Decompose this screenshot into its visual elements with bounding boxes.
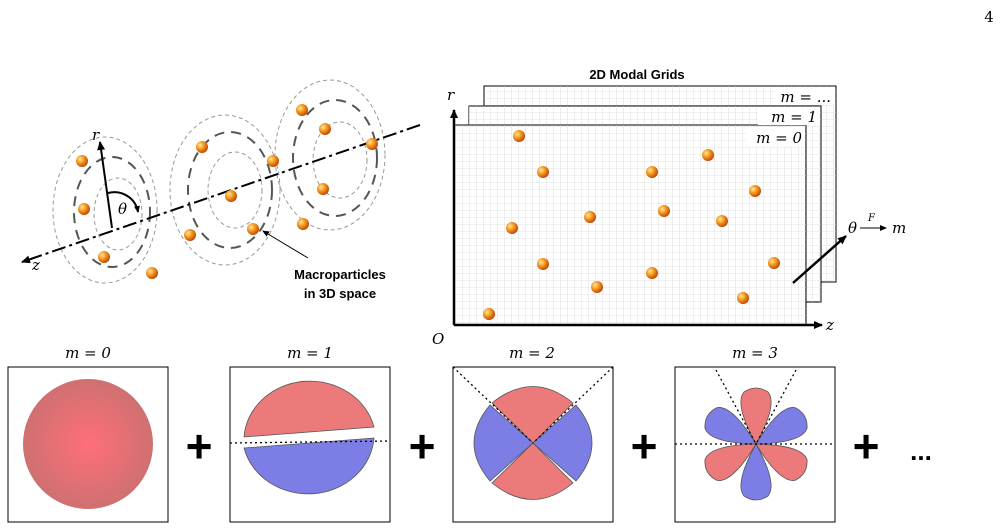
grid-label-m-more: m = ... — [780, 88, 831, 106]
transform-theta: θ — [848, 219, 857, 237]
particle — [702, 149, 714, 161]
modal-grids-title: 2D Modal Grids — [589, 67, 684, 82]
callout-arrow — [262, 230, 309, 259]
particle — [768, 257, 780, 269]
particle — [506, 222, 518, 234]
mode-1-positive-lobe — [243, 380, 375, 438]
particle — [537, 258, 549, 270]
particle — [537, 166, 549, 178]
particle — [267, 155, 279, 167]
mode-label-3: m = 3 — [732, 344, 778, 362]
mode-label-0: m = 0 — [65, 344, 111, 362]
mode-2-lobe-top — [491, 386, 574, 444]
grid-particles — [483, 130, 780, 320]
callout-line-2: in 3D space — [304, 286, 376, 301]
transform-label: θ F m — [848, 213, 906, 237]
particle — [483, 308, 495, 320]
transform-m: m — [892, 219, 906, 237]
grid-r-label: r — [447, 86, 455, 104]
mode-label-1: m = 1 — [287, 344, 333, 362]
particle — [297, 218, 309, 230]
callout-line-1: Macroparticles — [294, 267, 386, 282]
theta-arc — [107, 191, 140, 213]
mode-3-lobe — [740, 443, 772, 501]
transform-arrow — [792, 235, 847, 284]
particle — [513, 130, 525, 142]
page-number: 4 — [984, 8, 994, 26]
particle — [78, 203, 90, 215]
particles-3d — [76, 104, 378, 279]
particle — [317, 183, 329, 195]
grid-label-m-0: m = 0 — [756, 129, 802, 147]
particle — [296, 104, 308, 116]
particle — [591, 281, 603, 293]
particle — [716, 215, 728, 227]
transform-operator: F — [867, 213, 876, 224]
macroparticles-3d-panel: z r θ Macroparticles in 3D space — [21, 79, 421, 301]
particle — [146, 267, 158, 279]
grid-origin-label: O — [432, 330, 444, 348]
particle — [184, 229, 196, 241]
ellipsis: ... — [910, 436, 932, 466]
ring-group-1 — [52, 136, 158, 284]
z-axis-line — [21, 124, 421, 264]
particle — [646, 166, 658, 178]
plus-sign: + — [631, 420, 658, 472]
mode-0-panel — [7, 366, 169, 523]
ring-group-3 — [274, 79, 386, 231]
particle — [319, 123, 331, 135]
particle — [646, 267, 658, 279]
particle — [366, 138, 378, 150]
r-axis-label: r — [92, 126, 100, 144]
particle — [737, 292, 749, 304]
plus-sign: + — [853, 420, 880, 472]
mode-3-lobe — [755, 407, 808, 445]
grid-z-label: z — [825, 316, 834, 334]
mode-0-disc — [23, 379, 153, 509]
mode-2-panel — [452, 366, 614, 523]
ring-group-2 — [169, 114, 281, 266]
mode-label-2: m = 2 — [509, 344, 555, 362]
grid-label-m-1: m = 1 — [771, 108, 817, 126]
mode-1-panel — [229, 366, 391, 523]
particle — [658, 205, 670, 217]
particle — [98, 251, 110, 263]
particle — [196, 141, 208, 153]
particle — [225, 190, 237, 202]
mode-2-lobe-right — [532, 404, 593, 482]
plus-sign: + — [186, 420, 213, 472]
particle — [584, 211, 596, 223]
r-axis-line — [97, 141, 113, 229]
mode-3-lobe — [740, 387, 772, 445]
mode-2-lobe-bottom — [491, 442, 574, 500]
particle — [749, 185, 761, 197]
particle — [76, 155, 88, 167]
modal-grids-panel: 2D Modal Grids m = ... m = 1 m = 0 r z O — [432, 67, 906, 348]
azimuthal-modes-row: m = 0 m = 1 m = 2 m = 3 — [7, 344, 932, 523]
mode-3-lobe — [755, 443, 808, 481]
theta-label: θ — [118, 200, 127, 218]
mode-3-lobe — [704, 443, 757, 481]
plus-sign: + — [409, 420, 436, 472]
mode-3-panel — [674, 366, 836, 523]
mode-2-lobe-left — [473, 404, 534, 482]
mode-3-lobe — [704, 407, 757, 445]
z-axis-label: z — [31, 256, 40, 274]
particle — [247, 223, 259, 235]
mode-1-negative-lobe — [243, 437, 375, 495]
